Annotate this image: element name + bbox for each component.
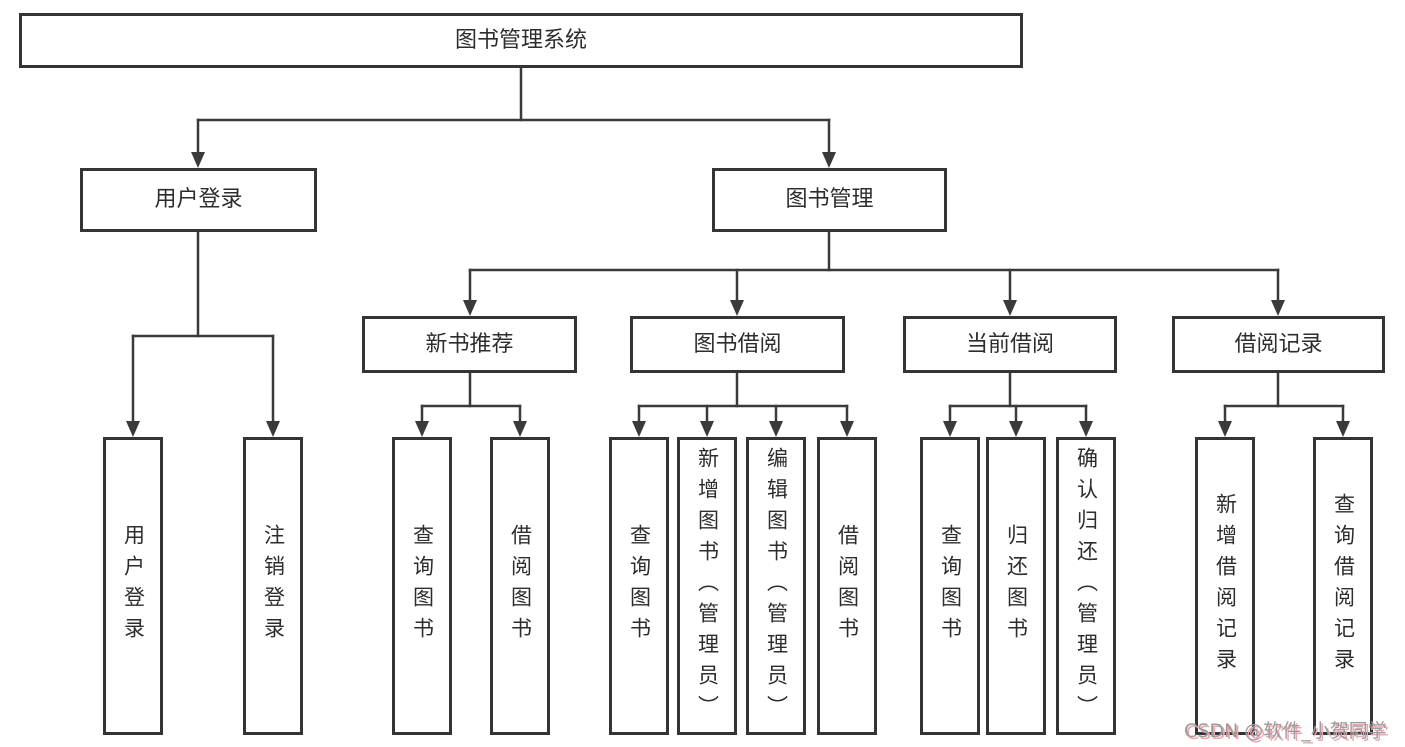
leaf-query-borrow-record: 查询借阅记录 — [1313, 437, 1373, 735]
leaf-borrow-books-recommend: 借阅图书 — [490, 437, 550, 735]
leaf-query-books-current: 查询图书 — [920, 437, 980, 735]
leaf-add-borrow-record: 新增借阅记录 — [1195, 437, 1255, 735]
leaf-user-login: 用户登录 — [103, 437, 163, 735]
node-new-book-recommendation: 新书推荐 — [362, 316, 577, 373]
leaf-borrow-books: 借阅图书 — [817, 437, 877, 735]
watermark: CSDN @软件_小贺同学 — [1184, 720, 1387, 742]
leaf-confirm-return-admin: 确认归还（管理员） — [1056, 437, 1116, 735]
leaf-query-books-borrow: 查询图书 — [609, 437, 669, 735]
leaf-query-books-recommend: 查询图书 — [392, 437, 452, 735]
node-book-borrowing: 图书借阅 — [630, 316, 845, 373]
node-borrowing-records: 借阅记录 — [1172, 316, 1385, 373]
arrowhead-icons — [126, 152, 1350, 437]
leaf-return-books: 归还图书 — [986, 437, 1046, 735]
node-library-management-system: 图书管理系统 — [19, 13, 1023, 68]
leaf-edit-book-admin: 编辑图书（管理员） — [746, 437, 806, 735]
node-user-login: 用户登录 — [80, 168, 317, 232]
leaf-logout: 注销登录 — [243, 437, 303, 735]
leaf-add-book-admin: 新增图书（管理员） — [677, 437, 737, 735]
node-book-management: 图书管理 — [712, 168, 947, 232]
node-current-borrowing: 当前借阅 — [903, 316, 1117, 373]
